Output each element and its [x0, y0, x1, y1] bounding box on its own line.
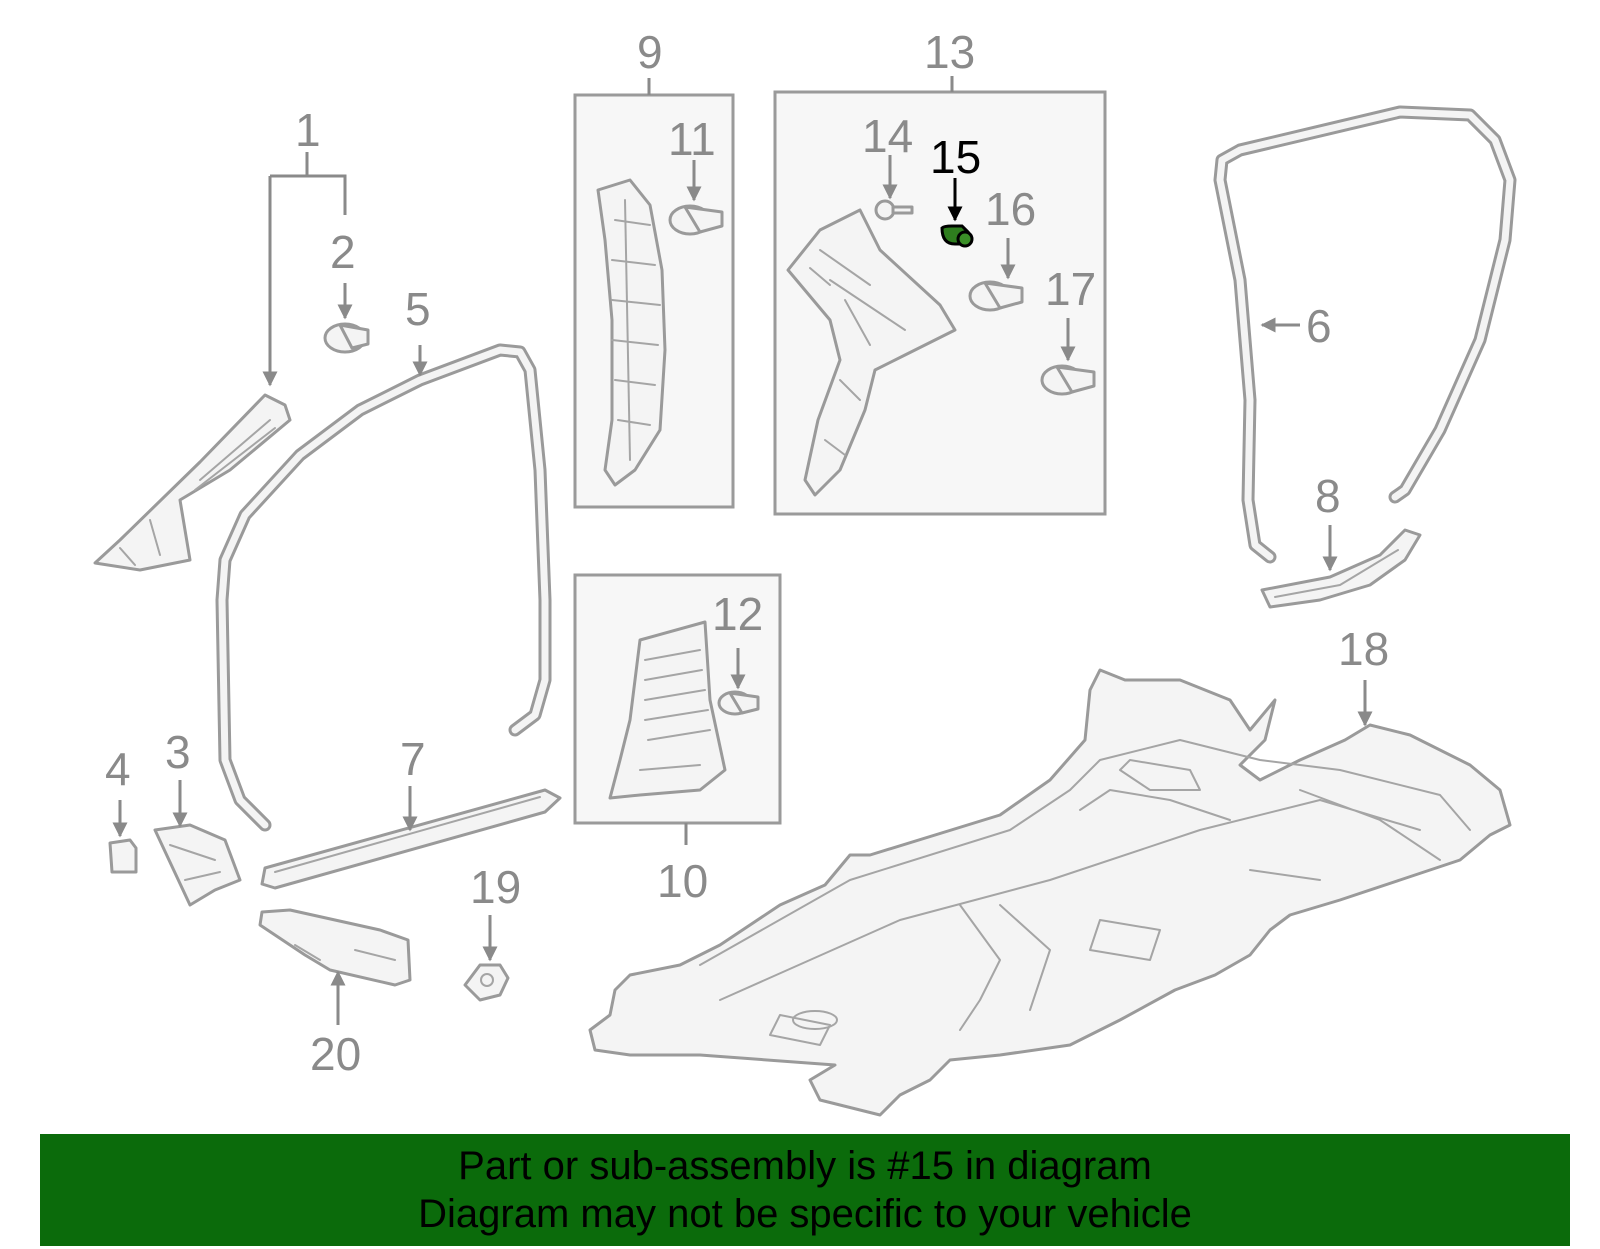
- part-8-scuff-plate-rear[interactable]: [1260, 525, 1422, 609]
- part-16-clip[interactable]: [968, 238, 1024, 312]
- callout-20: 20: [310, 1028, 361, 1080]
- part-15-clip-highlighted[interactable]: [940, 178, 974, 248]
- banner-line-2: Diagram may not be specific to your vehi…: [418, 1192, 1192, 1236]
- callout-14: 14: [862, 110, 913, 162]
- callout-11: 11: [668, 113, 716, 165]
- part-1-pillar-garnish[interactable]: [93, 152, 347, 572]
- part-9-pillar-trim[interactable]: [596, 178, 667, 487]
- part-5-weatherstrip-front[interactable]: [215, 343, 552, 832]
- banner-line-1: Part or sub-assembly is #15 in diagram: [458, 1144, 1152, 1188]
- info-banner: Part or sub-assembly is #15 in diagram D…: [40, 1134, 1570, 1246]
- callout-3: 3: [165, 726, 191, 778]
- callout-18: 18: [1338, 623, 1389, 675]
- part-10-lower-pillar-trim[interactable]: [608, 620, 727, 800]
- callout-19: 19: [470, 861, 521, 913]
- part-11-clip[interactable]: [668, 160, 724, 236]
- callout-12: 12: [712, 588, 763, 640]
- callout-8: 8: [1315, 470, 1341, 522]
- callout-5: 5: [405, 283, 431, 335]
- callout-17: 17: [1045, 263, 1096, 315]
- part-13-quarter-trim[interactable]: [786, 208, 957, 497]
- part-2-clip[interactable]: [323, 283, 370, 354]
- callout-10: 10: [657, 855, 708, 907]
- callout-4: 4: [105, 743, 131, 795]
- part-3-kick-panel[interactable]: [153, 780, 242, 907]
- callout-1: 1: [295, 104, 321, 156]
- callout-16: 16: [985, 183, 1036, 235]
- part-17-clip[interactable]: [1040, 318, 1096, 396]
- part-14-screw[interactable]: [874, 155, 914, 221]
- callout-9: 9: [637, 26, 663, 78]
- callout-2: 2: [330, 226, 356, 278]
- callout-6: 6: [1306, 300, 1332, 352]
- part-6-weatherstrip-rear[interactable]: [1213, 105, 1517, 564]
- part-20-cover[interactable]: [258, 908, 412, 1025]
- part-7-scuff-plate-front[interactable]: [260, 786, 562, 890]
- part-19-clip[interactable]: [463, 915, 510, 1002]
- part-12-clip[interactable]: [717, 648, 760, 716]
- callout-15-highlighted: 15: [930, 131, 981, 183]
- callout-7: 7: [400, 733, 426, 785]
- callout-13: 13: [924, 26, 975, 78]
- part-4-clip[interactable]: [108, 800, 138, 874]
- part-18-floor-carpet[interactable]: [588, 668, 1512, 1117]
